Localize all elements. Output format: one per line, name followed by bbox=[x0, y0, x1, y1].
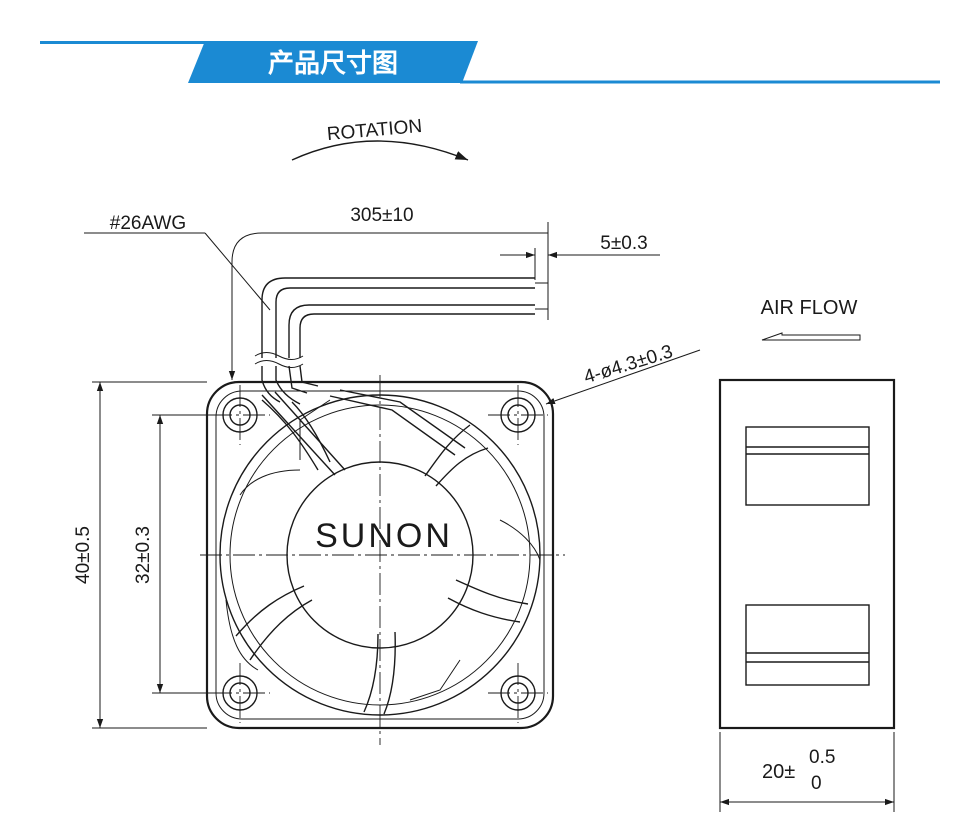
side-frame bbox=[718, 378, 896, 730]
strip-length-label: 5±0.3 bbox=[600, 233, 647, 254]
brand-logo: SUNON bbox=[315, 517, 453, 555]
section-header: 产品尺寸图 bbox=[40, 41, 940, 84]
header-tab bbox=[188, 41, 478, 83]
rotation-arrow bbox=[291, 140, 469, 161]
depth-tolerance-plus: 0.5 bbox=[809, 747, 835, 768]
air-flow-label: AIR FLOW bbox=[761, 297, 858, 319]
hole-spacing-dimension: 32±0.3 bbox=[133, 414, 223, 694]
mounting-hole-label: 4-ø4.3±0.3 bbox=[581, 341, 675, 388]
wire-break-2 bbox=[254, 360, 304, 368]
air-flow-indicator: AIR FLOW bbox=[761, 297, 861, 341]
lead-length-dimension: 305±10 bbox=[228, 205, 549, 380]
mounting-hole-leader bbox=[545, 349, 701, 405]
fan-struts bbox=[261, 389, 466, 476]
wire-upper-inner bbox=[275, 287, 535, 358]
depth-tolerance-minus: 0 bbox=[811, 773, 822, 794]
fan-side-view bbox=[718, 378, 896, 730]
page-title: 产品尺寸图 bbox=[268, 49, 398, 79]
frame-size-dimension: 40±0.5 bbox=[73, 381, 207, 729]
depth-label: 20± bbox=[762, 761, 795, 783]
wire-break-1 bbox=[254, 352, 304, 360]
lead-length-label: 305±10 bbox=[350, 205, 413, 226]
side-cutout-top bbox=[745, 426, 870, 506]
wire-lower-inner bbox=[299, 313, 535, 358]
hole-spacing-label: 32±0.3 bbox=[133, 526, 154, 584]
air-flow-arrow bbox=[761, 332, 861, 341]
lead-wires: #26AWG bbox=[84, 213, 548, 405]
strip-length-dimension: 5±0.3 bbox=[500, 233, 660, 280]
fan-front-view: SUNON bbox=[200, 375, 565, 745]
wire-gauge-leader bbox=[204, 232, 271, 311]
frame-size-label: 40±0.5 bbox=[73, 526, 94, 584]
rotation-indicator: ROTATION bbox=[291, 116, 469, 161]
wire-gauge-label: #26AWG bbox=[110, 213, 186, 234]
fan-blades bbox=[225, 399, 541, 715]
wire-lower-outer bbox=[288, 304, 535, 358]
wire-upper-outer bbox=[261, 277, 535, 358]
mounting-hole-callout: 4-ø4.3±0.3 bbox=[545, 341, 701, 405]
side-cutout-bottom bbox=[745, 604, 870, 686]
depth-dimension: 20± 0.5 0 bbox=[719, 732, 895, 812]
